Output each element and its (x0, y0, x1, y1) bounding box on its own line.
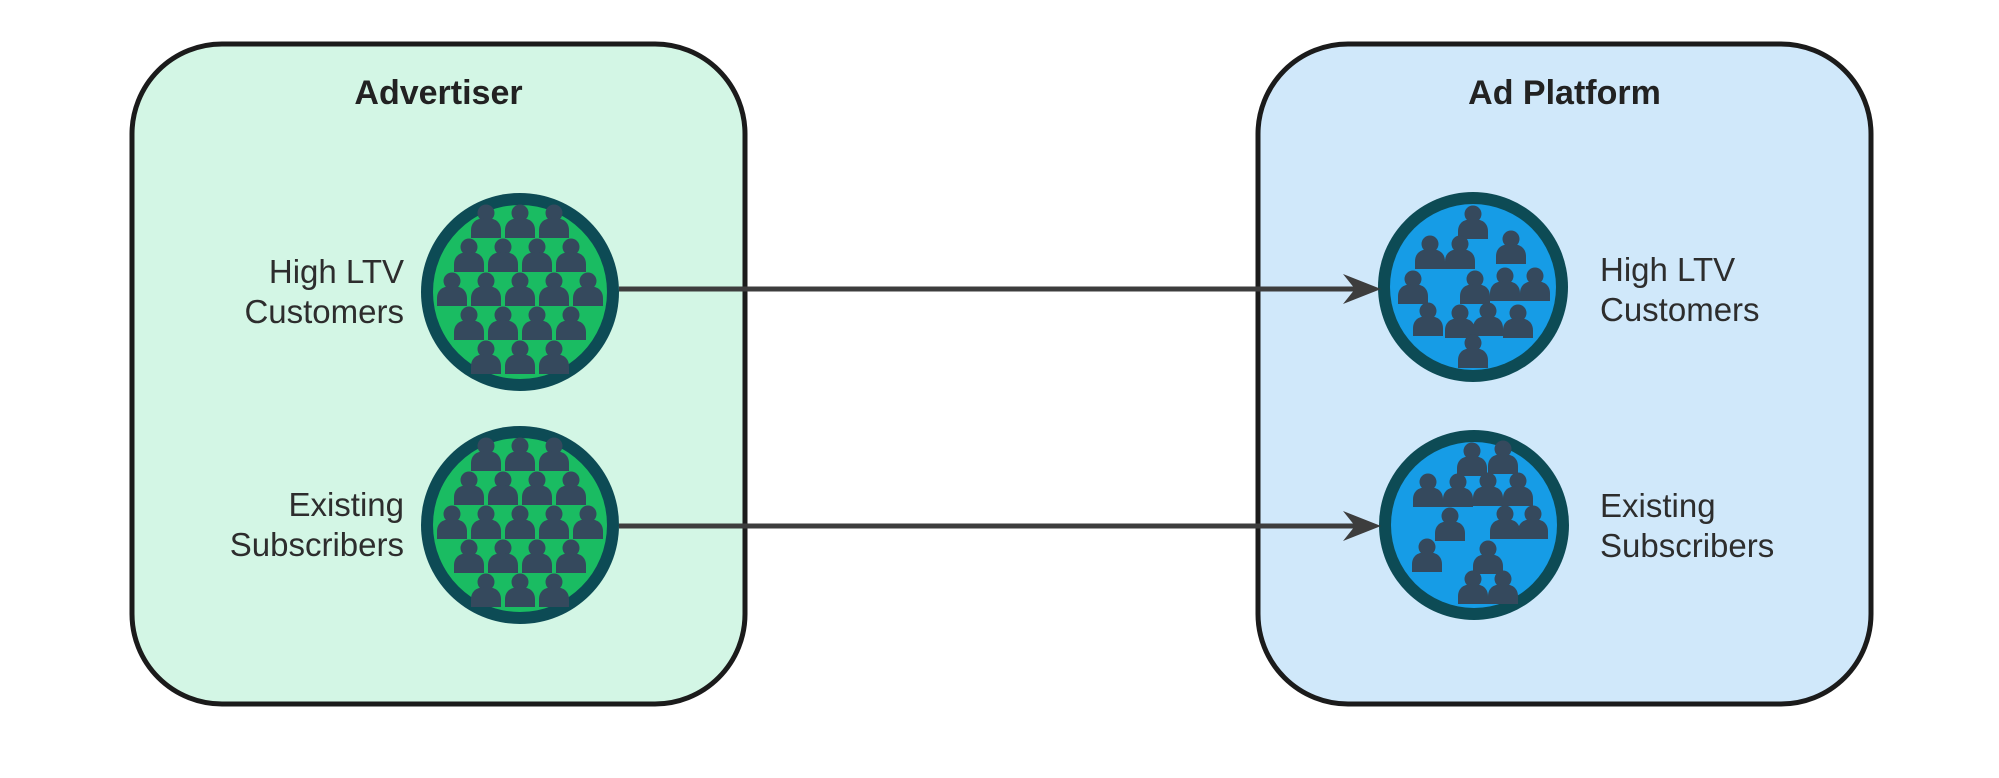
person-icon (1445, 235, 1475, 269)
crowd-icon (1398, 205, 1550, 368)
person-icon (471, 437, 501, 471)
person-icon (556, 238, 586, 272)
label-line: Subscribers (229, 526, 404, 563)
label-line: Customers (1600, 291, 1760, 328)
person-icon (1503, 304, 1533, 338)
person-icon (1490, 267, 1520, 301)
crowd-icon (1412, 440, 1548, 604)
person-icon (488, 306, 518, 340)
person-icon (454, 306, 484, 340)
person-icon (522, 238, 552, 272)
person-icon (1435, 507, 1465, 541)
person-icon (1457, 442, 1487, 476)
label-platform-high-ltv: High LTV Customers (1600, 250, 1760, 330)
person-icon (539, 272, 569, 306)
person-icon (505, 204, 535, 238)
person-icon (522, 306, 552, 340)
person-icon (1443, 473, 1473, 507)
person-icon (1520, 267, 1550, 301)
person-icon (1496, 230, 1526, 264)
person-icon (488, 539, 518, 573)
label-line: High LTV (268, 253, 404, 290)
person-icon (454, 238, 484, 272)
platform-existing-subscribers-circle (1379, 430, 1569, 620)
person-icon (454, 539, 484, 573)
label-line: Existing (1600, 487, 1716, 524)
person-icon (488, 471, 518, 505)
person-icon (1488, 570, 1518, 604)
ad-platform-box (1255, 41, 1874, 707)
label-line: Subscribers (1600, 527, 1775, 564)
person-icon (505, 437, 535, 471)
person-icon (437, 505, 467, 539)
person-icon (471, 573, 501, 607)
person-icon (539, 573, 569, 607)
label-line: Customers (244, 293, 404, 330)
person-icon (1488, 440, 1518, 474)
label-advertiser-high-ltv: High LTV Customers (244, 252, 404, 332)
label-advertiser-existing-subscribers: Existing Subscribers (230, 485, 404, 565)
person-icon (437, 272, 467, 306)
label-line: Existing (288, 486, 404, 523)
person-icon (556, 471, 586, 505)
label-platform-existing-subscribers: Existing Subscribers (1600, 486, 1774, 566)
person-icon (1473, 472, 1503, 506)
person-icon (573, 272, 603, 306)
person-icon (1445, 304, 1475, 338)
person-icon (505, 272, 535, 306)
platform-high-ltv-customers-circle (1378, 192, 1568, 382)
person-icon (488, 238, 518, 272)
person-icon (539, 204, 569, 238)
person-icon (505, 573, 535, 607)
ad-platform-title: Ad Platform (1468, 74, 1661, 112)
person-icon (1460, 270, 1490, 304)
person-icon (1503, 472, 1533, 506)
person-icon (1413, 302, 1443, 336)
person-icon (522, 539, 552, 573)
person-icon (1412, 538, 1442, 572)
flow-arrow (619, 511, 1381, 541)
arrowhead-icon (1343, 511, 1381, 541)
person-icon (505, 505, 535, 539)
crowd-icon (437, 204, 603, 374)
arrowhead-icon (1343, 274, 1381, 304)
person-icon (1473, 302, 1503, 336)
person-icon (1415, 235, 1445, 269)
crowd-icon (437, 437, 603, 607)
person-icon (454, 471, 484, 505)
person-icon (1458, 570, 1488, 604)
person-icon (1490, 505, 1520, 539)
person-icon (573, 505, 603, 539)
person-icon (539, 340, 569, 374)
advertiser-title: Advertiser (354, 74, 523, 112)
person-icon (471, 505, 501, 539)
person-icon (539, 437, 569, 471)
person-icon (1413, 473, 1443, 507)
flow-arrow (619, 274, 1381, 304)
person-icon (1458, 334, 1488, 368)
person-icon (471, 272, 501, 306)
advertiser-box (129, 41, 748, 707)
label-line: High LTV (1600, 251, 1736, 288)
person-icon (539, 505, 569, 539)
person-icon (556, 539, 586, 573)
person-icon (522, 471, 552, 505)
person-icon (471, 204, 501, 238)
person-icon (1398, 270, 1428, 304)
person-icon (471, 340, 501, 374)
advertiser-high-ltv-customers-circle (421, 193, 619, 391)
person-icon (556, 306, 586, 340)
person-icon (1518, 505, 1548, 539)
person-icon (1473, 540, 1503, 574)
person-icon (1458, 205, 1488, 239)
advertiser-existing-subscribers-circle (421, 426, 619, 624)
person-icon (505, 340, 535, 374)
